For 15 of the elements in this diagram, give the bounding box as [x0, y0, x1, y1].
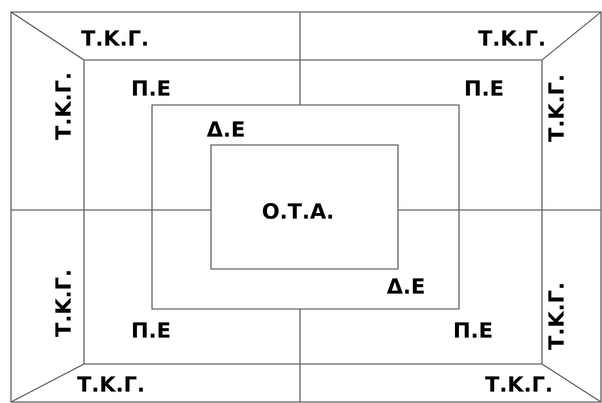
region-label: Τ.Κ.Γ. — [548, 76, 564, 142]
region-label: Π.Ε — [132, 80, 170, 96]
region-label: Π.Ε — [132, 322, 170, 338]
region-label: Τ.Κ.Γ. — [548, 284, 564, 350]
region-label: Τ.Κ.Γ. — [478, 30, 544, 46]
region-label: Δ.Ε — [206, 121, 244, 137]
region-label: Τ.Κ.Γ. — [77, 376, 143, 392]
region-label: Τ.Κ.Γ. — [81, 30, 147, 46]
region-label: Π.Ε — [454, 322, 492, 338]
region-label: Ο.Τ.Α. — [262, 203, 332, 219]
region-label: Δ.Ε — [386, 278, 424, 294]
region-label: Τ.Κ.Γ. — [485, 376, 551, 392]
region-label: Τ.Κ.Γ. — [55, 271, 71, 337]
region-label: Τ.Κ.Γ. — [55, 74, 71, 140]
region-label: Π.Ε — [466, 80, 502, 96]
